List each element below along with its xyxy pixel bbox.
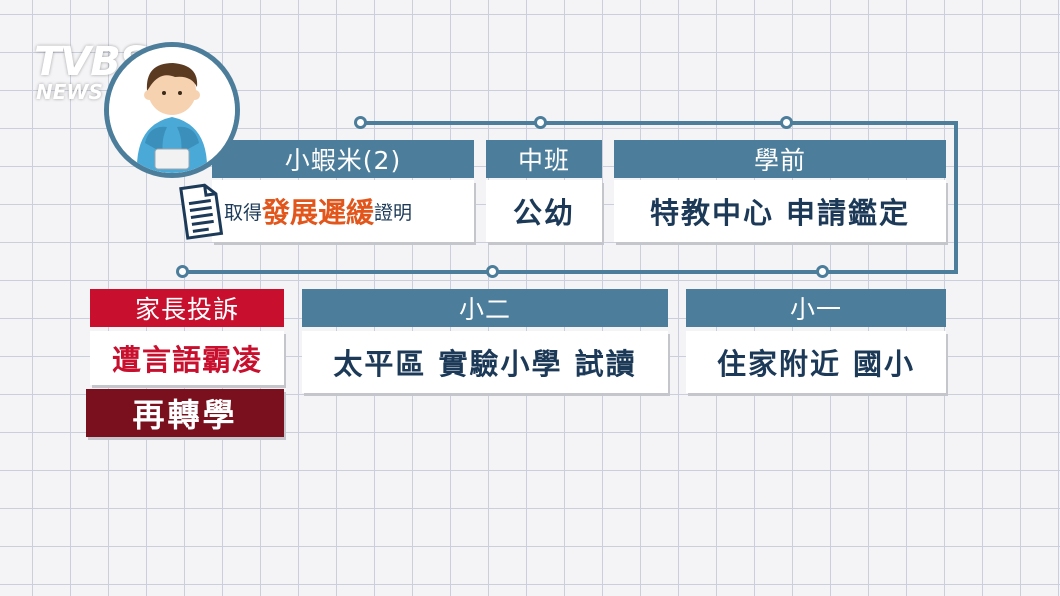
complaint-header: 家長投訴 (90, 289, 284, 327)
top-connector-line (360, 121, 958, 125)
bullying-card: 遭言語霸凌 (90, 331, 284, 385)
stage-card-local-school: 住家附近 國小 (686, 331, 946, 393)
certificate-pre-text: 取得 (224, 201, 263, 224)
timeline-dot (354, 116, 367, 129)
stage-header-grade-one: 小一 (686, 289, 946, 327)
timeline-dot (816, 265, 829, 278)
stage-card-trial-school: 太平區 實驗小學 試讀 (302, 331, 668, 393)
logo-sub: NEWS (36, 80, 103, 104)
transfer-banner: 再轉學 (86, 389, 284, 437)
timeline-dot (780, 116, 793, 129)
document-icon (178, 180, 224, 240)
timeline-dot (534, 116, 547, 129)
stage-header-preschool: 學前 (614, 140, 946, 178)
timeline-dot (486, 265, 499, 278)
stage-header-kindergarten: 中班 (486, 140, 602, 178)
stage-header-grade-two: 小二 (302, 289, 668, 327)
child-avatar-icon (104, 42, 240, 178)
stage-card-certificate: 取得 發展遲緩 證明 (212, 180, 474, 242)
middle-connector-line (182, 270, 958, 274)
certificate-post-text: 證明 (374, 201, 413, 224)
certificate-highlight-text: 發展遲緩 (262, 196, 375, 229)
stage-card-public-kindergarten: 公幼 (486, 180, 602, 242)
right-connector-line (954, 121, 958, 274)
stage-header-child: 小蝦米(2) (212, 140, 474, 178)
stage-card-special-ed: 特教中心 申請鑑定 (614, 180, 946, 242)
timeline-dot (176, 265, 189, 278)
